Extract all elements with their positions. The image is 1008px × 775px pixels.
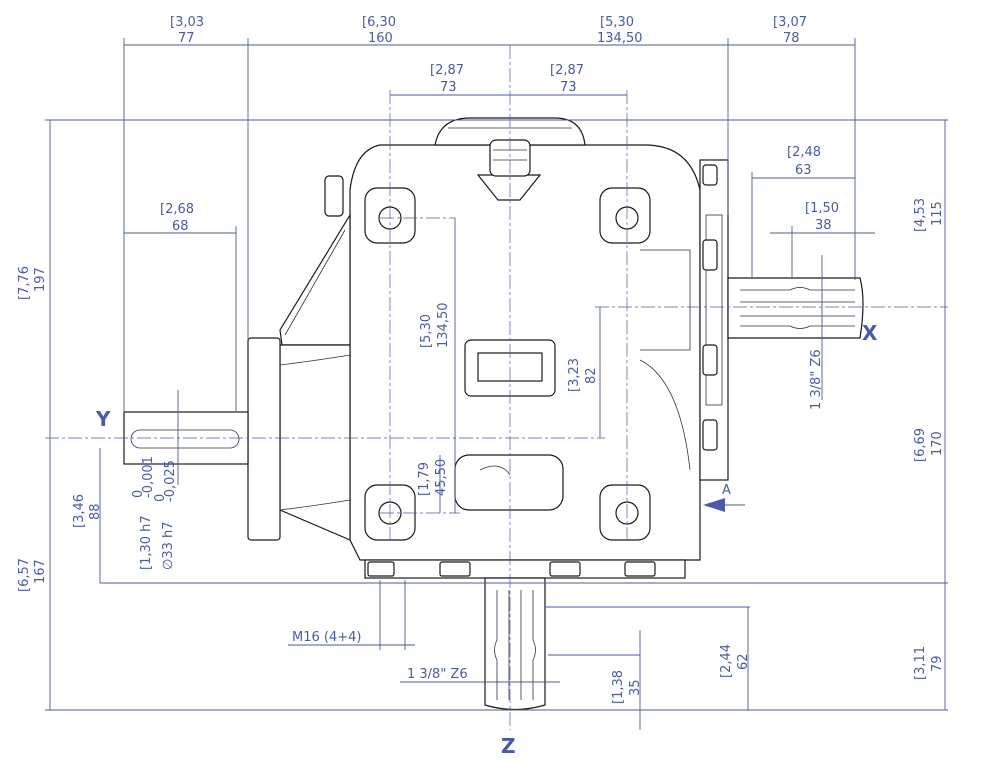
svg-text:170: 170	[930, 431, 945, 456]
dim-top-134-50: [5,30 134,50	[597, 15, 643, 46]
svg-text:-0,025: -0,025	[163, 460, 178, 502]
housing-bolt	[599, 484, 651, 541]
svg-text:73: 73	[560, 80, 577, 95]
svg-text:[3,03: [3,03	[170, 15, 204, 30]
svg-text:1 3/8" Z6: 1 3/8" Z6	[809, 349, 824, 410]
svg-text:62: 62	[736, 653, 751, 670]
svg-text:134,50: 134,50	[436, 303, 451, 349]
svg-text:[3,11: [3,11	[913, 646, 928, 680]
svg-text:[3,07: [3,07	[773, 15, 807, 30]
svg-text:82: 82	[584, 367, 599, 384]
svg-text:38: 38	[815, 218, 832, 233]
svg-text:78: 78	[783, 31, 800, 46]
dim-top-77: [3,03 77	[170, 15, 204, 46]
callout-shaft-tolerance: [1,30 h7 0 -0,001 ∅33 h7 0 -0,025	[131, 456, 178, 570]
svg-text:[3,46: [3,46	[72, 494, 87, 528]
svg-text:134,50: 134,50	[597, 31, 643, 46]
svg-text:[2,48: [2,48	[787, 145, 821, 160]
svg-text:[2,87: [2,87	[430, 63, 464, 78]
svg-text:[1,30 h7: [1,30 h7	[139, 515, 154, 570]
dim-v-134-50: [5,30 134,50	[419, 303, 451, 349]
svg-text:68: 68	[172, 219, 189, 234]
svg-text:160: 160	[368, 31, 393, 46]
dim-b-62: [2,44 62	[719, 644, 751, 678]
axis-y-label: Y	[95, 407, 111, 431]
dim-shaft-63: [2,48 63	[787, 145, 821, 178]
svg-text:[6,57: [6,57	[17, 558, 32, 592]
svg-text:35: 35	[628, 679, 643, 696]
svg-text:[1,50: [1,50	[805, 201, 839, 216]
dim-h-197: [7,76 197	[17, 266, 48, 300]
callout-spline-z: 1 3/8" Z6	[407, 667, 468, 682]
svg-text:[5,30: [5,30	[600, 15, 634, 30]
svg-text:[4,53: [4,53	[913, 198, 928, 232]
dim-y-68: [2,68 68	[160, 202, 194, 234]
svg-text:63: 63	[795, 163, 812, 178]
dim-shaft-38: [1,50 38	[805, 201, 839, 233]
svg-text:∅33 h7: ∅33 h7	[161, 521, 176, 570]
housing-bolt	[599, 187, 651, 244]
gearbox-housing	[123, 117, 864, 711]
svg-text:[2,68: [2,68	[160, 202, 194, 217]
axis-x-label: X	[862, 321, 878, 345]
callout-bolt: M16 (4+4)	[292, 630, 361, 645]
dim-v-45-50: [1,79 45,50	[417, 459, 449, 496]
svg-text:[5,30: [5,30	[419, 314, 434, 348]
svg-text:[6,69: [6,69	[913, 428, 928, 462]
svg-text:-0,001: -0,001	[141, 456, 156, 498]
svg-text:115: 115	[930, 201, 945, 226]
dim-r-170: [6,69 170	[913, 428, 945, 462]
svg-text:77: 77	[178, 31, 195, 46]
dim-v-82: [3,23 82	[567, 358, 599, 392]
callout-spline-x: 1 3/8" Z6	[809, 349, 824, 410]
svg-text:0: 0	[131, 490, 146, 498]
dim-r-79: [3,11 79	[913, 646, 945, 680]
dim-r-115: [4,53 115	[913, 198, 945, 232]
dimension-lines	[45, 38, 948, 730]
svg-text:[2,87: [2,87	[550, 63, 584, 78]
svg-text:[7,76: [7,76	[17, 266, 32, 300]
svg-text:0: 0	[153, 494, 168, 502]
dim-top-160: [6,30 160	[362, 15, 396, 46]
dim-bolt-73-left: [2,87 73	[430, 63, 464, 95]
svg-text:88: 88	[88, 503, 103, 520]
dim-h-88: [3,46 88	[72, 494, 103, 528]
svg-text:[1,79: [1,79	[417, 462, 432, 496]
dim-bolt-73-right: [2,87 73	[550, 63, 584, 95]
svg-text:197: 197	[33, 267, 48, 292]
svg-text:[6,30: [6,30	[362, 15, 396, 30]
svg-text:[1,38: [1,38	[611, 670, 626, 704]
dim-top-78: [3,07 78	[773, 15, 807, 46]
center-lines	[45, 45, 948, 730]
svg-text:167: 167	[33, 559, 48, 584]
axis-z-label: Z	[501, 734, 516, 758]
svg-text:[2,44: [2,44	[719, 644, 734, 678]
view-marker-a: A	[722, 483, 731, 498]
svg-text:79: 79	[930, 655, 945, 672]
dim-b-35: [1,38 35	[611, 670, 643, 704]
dim-h-167: [6,57 167	[17, 558, 48, 592]
svg-text:73: 73	[440, 80, 457, 95]
svg-text:[3,23: [3,23	[567, 358, 582, 392]
svg-text:45,50: 45,50	[434, 459, 449, 496]
